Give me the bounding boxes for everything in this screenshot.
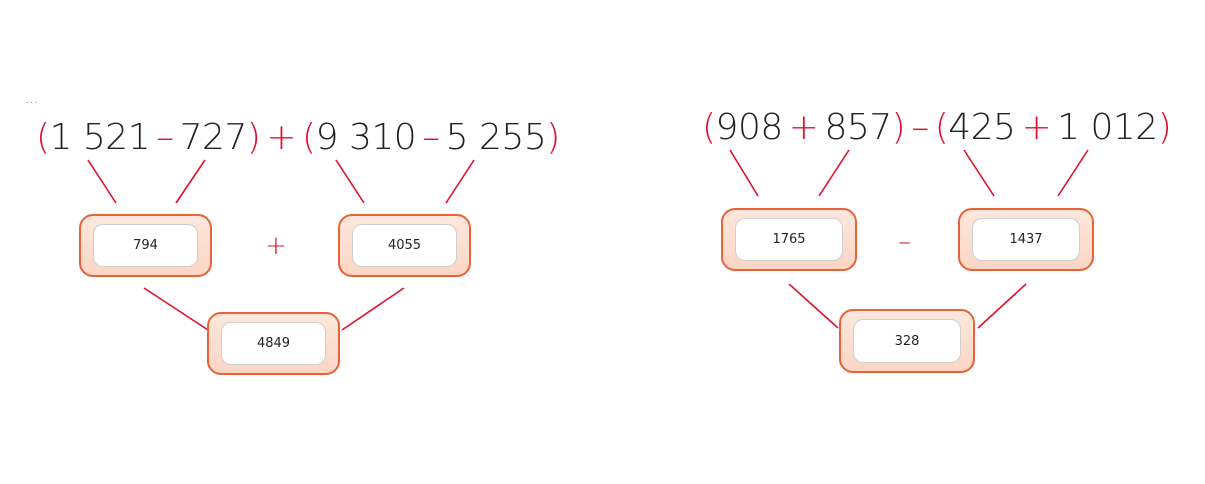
operand-c: 425 bbox=[948, 107, 1016, 148]
line-right-a bbox=[729, 149, 759, 197]
minus-sign: – bbox=[422, 117, 440, 158]
paren-close: ) bbox=[246, 117, 261, 158]
paren-open: ( bbox=[36, 117, 50, 158]
paren-open: ( bbox=[302, 117, 316, 158]
left-expression: (1 521–727)+(9 310–5 255) bbox=[36, 120, 560, 156]
left-box-2: 4055 bbox=[338, 214, 471, 277]
plus-sign: + bbox=[266, 117, 297, 158]
operand-b: 727 bbox=[179, 117, 248, 158]
paren-close: ) bbox=[1157, 107, 1172, 148]
right-box-1: 1765 bbox=[721, 208, 857, 271]
right-answer-1[interactable]: 1765 bbox=[735, 218, 843, 261]
operand-b: 857 bbox=[824, 107, 892, 148]
left-answer-1[interactable]: 794 bbox=[93, 224, 198, 267]
line-left-d bbox=[445, 159, 475, 204]
right-operator: – bbox=[898, 227, 911, 257]
left-result-box: 4849 bbox=[207, 312, 340, 375]
operand-c: 9 310 bbox=[315, 117, 417, 158]
line-left-c bbox=[335, 159, 365, 204]
paren-close: ) bbox=[891, 107, 906, 148]
line-right-e bbox=[788, 283, 839, 329]
line-left-a bbox=[87, 159, 117, 204]
line-right-b bbox=[818, 149, 850, 197]
paren-close: ) bbox=[546, 117, 560, 158]
right-box-2: 1437 bbox=[958, 208, 1094, 271]
left-box-1: 794 bbox=[79, 214, 212, 277]
operand-a: 1 521 bbox=[49, 117, 151, 158]
left-operator: + bbox=[265, 231, 287, 261]
paren-open: ( bbox=[934, 107, 949, 148]
right-expression: (908+857)–(425+1 012) bbox=[702, 107, 1172, 148]
minus-sign: – bbox=[156, 117, 174, 158]
line-left-f bbox=[341, 287, 405, 331]
stray-mark: · · · bbox=[26, 99, 38, 107]
operand-d: 5 255 bbox=[445, 117, 547, 158]
right-result-answer[interactable]: 328 bbox=[853, 319, 961, 363]
left-result-answer[interactable]: 4849 bbox=[221, 322, 326, 365]
right-answer-2[interactable]: 1437 bbox=[972, 218, 1080, 261]
right-result-box: 328 bbox=[839, 309, 975, 373]
line-right-d bbox=[1057, 149, 1089, 197]
paren-open: ( bbox=[702, 107, 716, 148]
operand-a: 908 bbox=[715, 107, 784, 148]
plus-sign: + bbox=[788, 107, 819, 148]
line-left-b bbox=[175, 159, 206, 204]
minus-sign: – bbox=[911, 107, 929, 148]
operand-d: 1 012 bbox=[1057, 107, 1158, 148]
line-right-f bbox=[977, 283, 1027, 329]
line-left-e bbox=[143, 287, 209, 331]
left-answer-2[interactable]: 4055 bbox=[352, 224, 457, 267]
plus-sign: + bbox=[1021, 107, 1052, 148]
line-right-c bbox=[963, 149, 995, 197]
